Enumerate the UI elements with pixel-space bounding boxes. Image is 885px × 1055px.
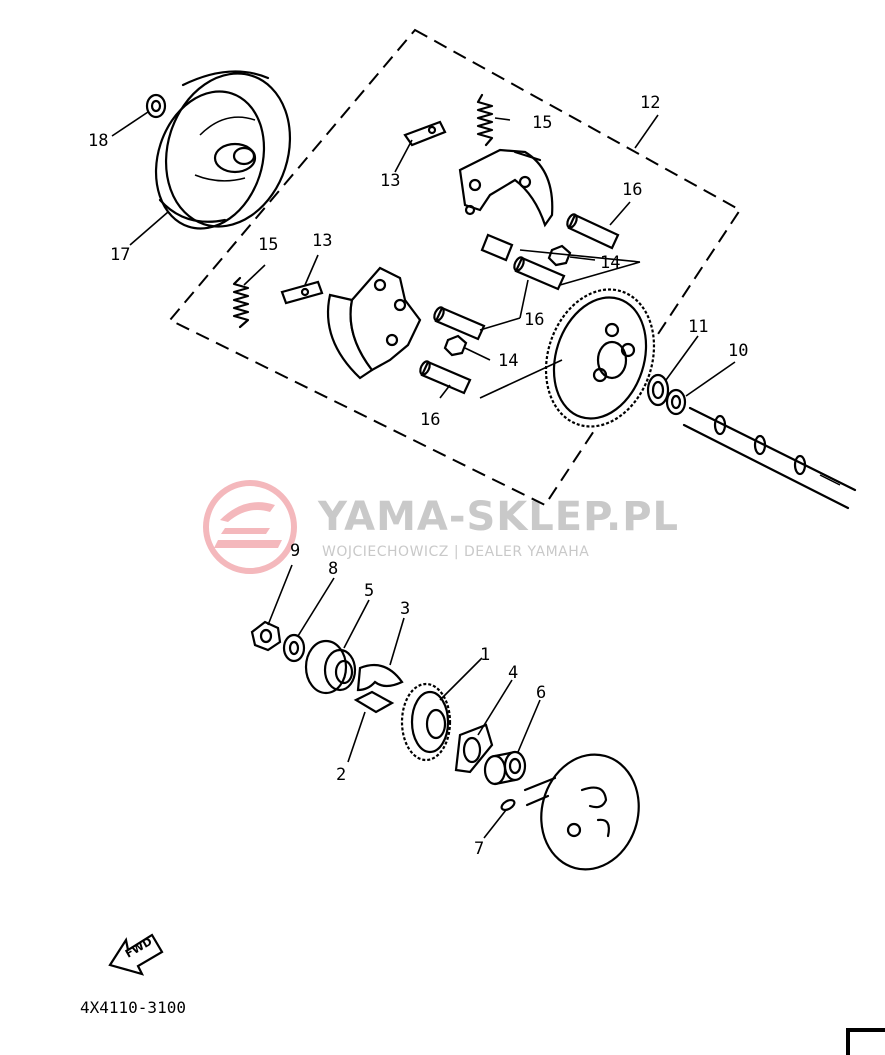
crankshaft-end bbox=[682, 406, 857, 510]
callout-11: 11 bbox=[688, 317, 708, 337]
watermark-logo bbox=[203, 480, 297, 574]
callout-6: 6 bbox=[536, 683, 546, 703]
callout-1: 1 bbox=[480, 645, 490, 665]
bearing-6 bbox=[483, 750, 527, 786]
pin-16-c bbox=[433, 306, 486, 341]
pin-7 bbox=[500, 798, 516, 812]
leader-lines bbox=[111, 111, 736, 839]
callout-7: 7 bbox=[474, 839, 484, 859]
spring-15-lower bbox=[232, 276, 250, 329]
forward-arrow-icon: FWD bbox=[108, 933, 164, 976]
callout-14-upper: 14 bbox=[600, 253, 620, 273]
callout-13-upper: 13 bbox=[380, 171, 400, 191]
pin-16-b bbox=[513, 256, 566, 291]
callout-3: 3 bbox=[400, 599, 410, 619]
clutch-plate-assembly bbox=[523, 753, 640, 871]
callout-18: 18 bbox=[88, 131, 108, 151]
callout-2: 2 bbox=[336, 765, 346, 785]
clutch-shoe-upper bbox=[458, 148, 554, 228]
callout-13-lower: 13 bbox=[312, 231, 332, 251]
pin-16-d bbox=[419, 360, 472, 395]
plate-13-lower bbox=[280, 280, 324, 305]
callouts: 18 17 15 13 12 16 14 16 14 16 15 13 11 1… bbox=[88, 93, 748, 859]
callout-9: 9 bbox=[290, 541, 300, 561]
callout-5: 5 bbox=[364, 581, 374, 601]
callout-16-upper: 16 bbox=[622, 180, 642, 200]
hub-5 bbox=[304, 639, 357, 695]
washer-10 bbox=[665, 388, 687, 416]
callout-16-middle: 16 bbox=[524, 310, 544, 330]
pin-16-a bbox=[566, 213, 620, 250]
nut-14-upper bbox=[547, 244, 572, 267]
callout-15-lower: 15 bbox=[258, 235, 278, 255]
washer-11 bbox=[646, 373, 670, 407]
callout-16-lower: 16 bbox=[420, 410, 440, 430]
nut-14-lower bbox=[443, 334, 468, 357]
spring-15-upper bbox=[476, 93, 494, 147]
clutch-housing bbox=[154, 70, 292, 230]
diagram-code: 4X4110-3100 bbox=[80, 998, 186, 1017]
callout-10: 10 bbox=[728, 341, 748, 361]
callout-8: 8 bbox=[328, 559, 338, 579]
washer-8 bbox=[282, 633, 306, 663]
callout-14-lower: 14 bbox=[498, 351, 518, 371]
callout-12: 12 bbox=[640, 93, 660, 113]
watermark: YAMA-SKLEP.PL WOJCIECHOWICZ | DEALER YAM… bbox=[203, 480, 679, 574]
callout-17: 17 bbox=[110, 245, 130, 265]
spring-3 bbox=[356, 664, 404, 692]
assembly-outline-12 bbox=[168, 28, 742, 507]
page-corner-mark bbox=[846, 1028, 885, 1055]
nut-9 bbox=[250, 620, 282, 652]
plate-13-upper bbox=[403, 120, 447, 147]
primary-driven-gear bbox=[544, 288, 656, 428]
washer-18 bbox=[145, 93, 167, 119]
callout-15-upper: 15 bbox=[532, 113, 552, 133]
collar-upper bbox=[480, 233, 514, 262]
watermark-subtitle: WOJCIECHOWICZ | DEALER YAMAHA bbox=[322, 544, 589, 560]
watermark-title: YAMA-SKLEP.PL bbox=[317, 494, 679, 540]
callout-4: 4 bbox=[508, 663, 518, 683]
gear-1 bbox=[400, 682, 452, 762]
clutch-shoe-lower bbox=[326, 266, 422, 380]
plate-4 bbox=[454, 723, 494, 774]
clip-2 bbox=[353, 690, 395, 714]
